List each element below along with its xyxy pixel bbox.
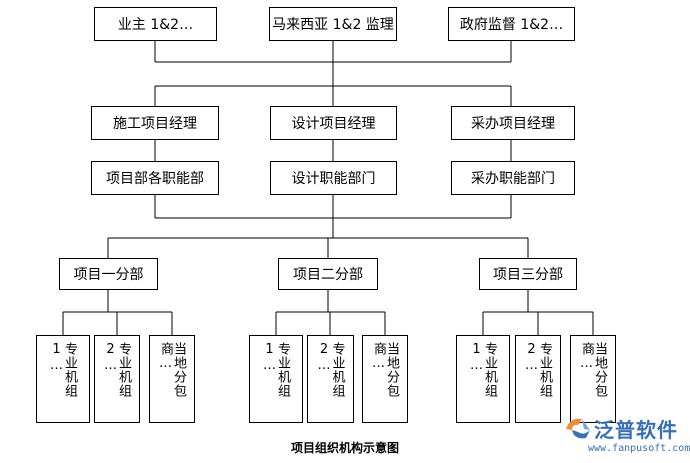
unit-label: 当地分包商…	[158, 342, 186, 398]
supervisor-label: 马来西亚 1&2 监理	[272, 17, 394, 33]
construction-manager-label: 施工项目经理	[113, 116, 197, 132]
owner-label: 业主 1&2…	[117, 17, 194, 33]
unit-box: 当地分包商…	[570, 335, 616, 423]
unit-box: 专业机组 2…	[515, 335, 561, 423]
watermark-brand: 泛普软件	[594, 418, 678, 442]
division-1-label: 项目一分部	[73, 267, 144, 283]
unit-box: 专业机组 2…	[94, 335, 140, 423]
unit-box: 专业机组 1…	[456, 335, 510, 423]
construction-manager-box: 施工项目经理	[91, 106, 219, 140]
procurement-departments-label: 采办职能部门	[471, 171, 555, 187]
design-departments-box: 设计职能部门	[270, 161, 397, 195]
design-manager-box: 设计项目经理	[270, 106, 397, 140]
owner-box: 业主 1&2…	[94, 7, 217, 41]
unit-box: 专业机组 1…	[249, 335, 303, 423]
logo-mark-icon	[566, 418, 590, 439]
diagram-caption: 项目组织机构示意图	[290, 441, 399, 455]
division-2-box: 项目二分部	[278, 258, 378, 290]
watermark-url: www.fanpusoft.com	[588, 443, 690, 454]
unit-label: 专业机组 2…	[103, 342, 131, 398]
project-departments-box: 项目部各职能部	[91, 161, 219, 195]
project-departments-label: 项目部各职能部	[106, 171, 204, 187]
unit-label: 专业机组 1…	[49, 342, 77, 398]
government-box: 政府监督 1&2…	[448, 7, 575, 41]
watermark-logo: 泛普软件 www.fanpusoft.com	[560, 412, 690, 462]
government-label: 政府监督 1&2…	[459, 17, 564, 33]
procurement-departments-box: 采办职能部门	[451, 161, 575, 195]
unit-label: 专业机组 1…	[262, 342, 290, 398]
design-departments-label: 设计职能部门	[291, 171, 376, 187]
unit-box: 当地分包商…	[149, 335, 195, 423]
division-3-box: 项目三分部	[479, 258, 577, 290]
unit-label: 专业机组 2…	[316, 342, 345, 398]
division-2-label: 项目二分部	[293, 267, 363, 283]
unit-label: 专业机组 2…	[524, 342, 552, 398]
unit-box: 当地分包商…	[362, 335, 408, 423]
unit-box: 专业机组 2…	[307, 335, 354, 423]
division-3-label: 项目三分部	[493, 267, 563, 283]
procurement-manager-box: 采办项目经理	[451, 106, 575, 140]
supervisor-box: 马来西亚 1&2 监理	[269, 7, 397, 41]
unit-label: 当地分包商…	[579, 342, 607, 398]
unit-label: 专业机组 1…	[469, 342, 497, 398]
division-1-box: 项目一分部	[59, 258, 158, 290]
procurement-manager-label: 采办项目经理	[471, 116, 555, 132]
design-manager-label: 设计项目经理	[291, 116, 376, 132]
unit-label: 当地分包商…	[371, 342, 399, 398]
unit-box: 专业机组 1…	[36, 335, 90, 423]
